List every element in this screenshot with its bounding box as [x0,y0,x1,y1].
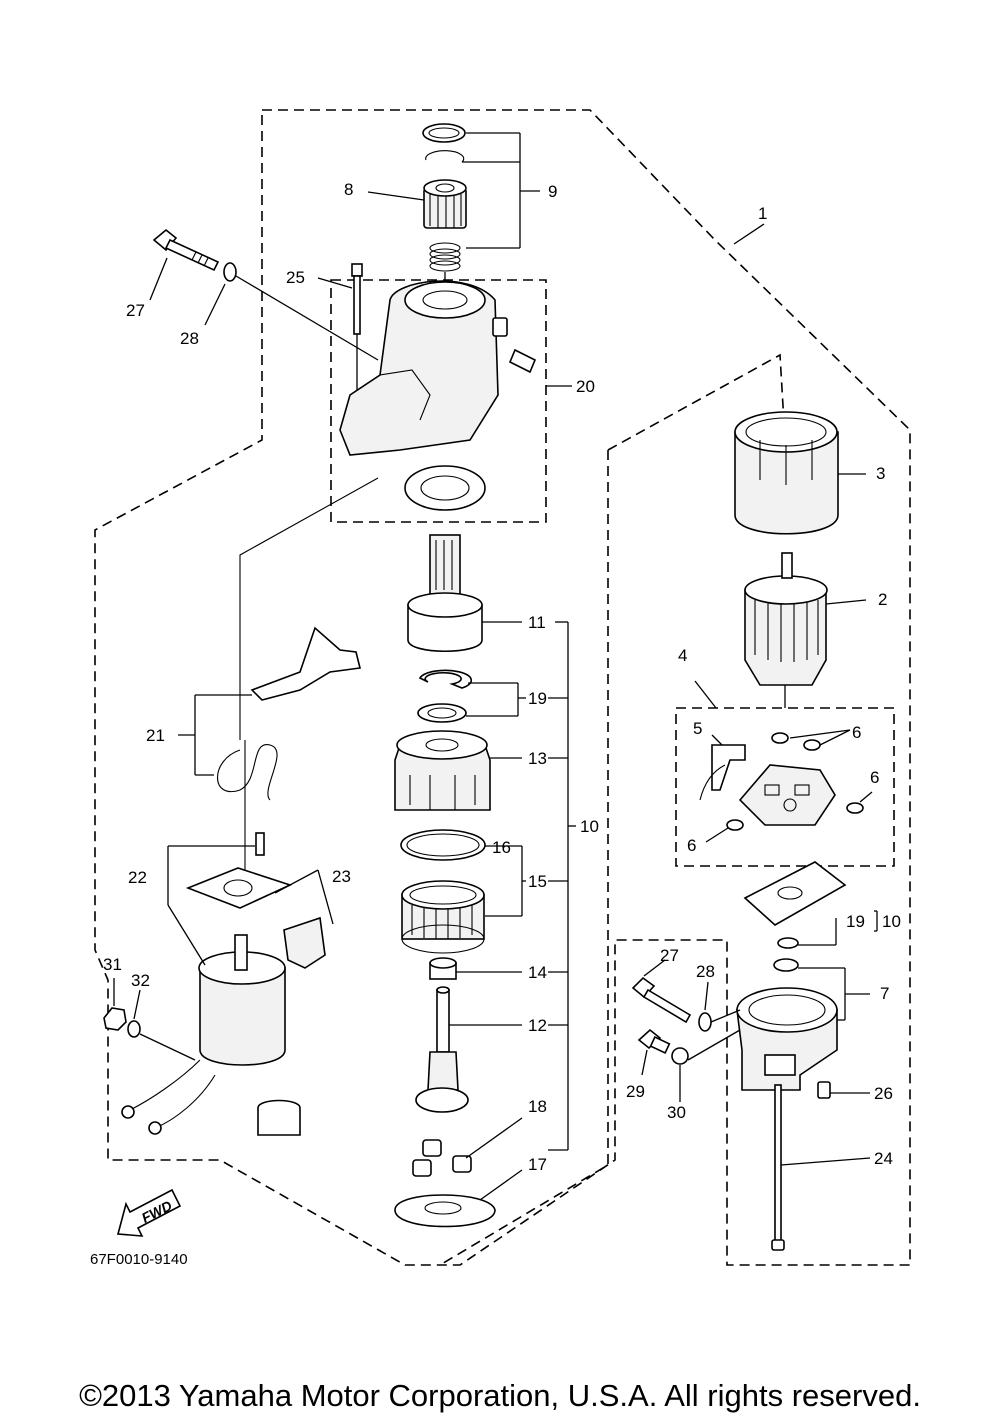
callout-5: 5 [693,719,702,738]
callout-13: 13 [528,749,547,768]
callout-10b: 10 [882,912,901,931]
callout-6c: 6 [687,836,696,855]
bolt-27-top [149,228,379,361]
callout-32: 32 [131,971,150,990]
pinion-shaft-11 [407,534,522,652]
yoke-3 [734,411,866,535]
callout-bracket-9 [367,132,540,249]
callout-27a: 27 [126,301,145,320]
callout-27b: 27 [660,946,679,965]
planet-carrier-13 [394,730,522,811]
callout-22: 22 [128,868,147,887]
drive-shaft-12 [412,986,523,1177]
callout-4: 4 [678,646,687,665]
drawing-code: 67F0010-9140 [90,1251,188,1268]
callout-24: 24 [874,1149,893,1168]
callout-25: 25 [286,268,305,287]
pinion-assembly [422,123,467,300]
callout-29: 29 [626,1082,645,1101]
front-housing-20 [339,280,572,511]
callout-8: 8 [344,180,353,199]
leader-loop-21 [239,477,379,880]
callout-11: 11 [528,613,546,632]
callout-30: 30 [667,1103,686,1122]
callout-3: 3 [876,464,885,483]
callout-26: 26 [874,1084,893,1103]
part-23 [274,869,334,969]
callout-23: 23 [332,867,351,886]
callout-9: 9 [548,182,557,201]
callout-15: 15 [528,872,547,891]
bolts-27-30 [631,959,741,1102]
callout-19a: 19 [528,689,547,708]
callout-labels: 1 2 3 4 5 6 6 6 7 8 9 10 19 10 11 12 13 … [103,180,901,1174]
armature-2 [744,552,867,708]
clip-and-washer-19 [417,669,526,723]
callout-16: 16 [492,838,511,857]
copyright-notice: ©2013 Yamaha Motor Corporation, U.S.A. A… [79,1378,921,1413]
callout-19b: 19 [846,912,865,931]
wire-and-bracket-21 [178,626,361,801]
callout-1: 1 [758,204,767,223]
callout-21: 21 [146,726,165,745]
callout-6b: 6 [870,768,879,787]
callout-bracket-10 [548,621,576,1151]
callout-6a: 6 [852,723,861,742]
plate-17 [394,1169,523,1228]
callout-2: 2 [878,590,887,609]
callout-28b: 28 [696,962,715,981]
callout-17: 17 [528,1155,547,1174]
fwd-arrow-icon: FWD [116,1188,182,1237]
brush-holder-4 [694,680,873,843]
fwd-label: FWD [139,1197,175,1226]
rear-cover-assembly [736,861,871,1251]
callout-31: 31 [103,955,122,974]
callout-7: 7 [880,984,889,1003]
motor-22 [103,832,301,1136]
callout-18: 18 [528,1097,547,1116]
callout-20: 20 [576,377,595,396]
callout-28a: 28 [180,329,199,348]
callout-14: 14 [528,963,547,982]
internal-gear-15-16 [400,829,526,954]
bolt-25 [317,263,363,395]
bushing-14 [429,957,522,980]
assembly-boundaries [94,109,911,1266]
callout-10a: 10 [580,817,599,836]
callout-12: 12 [528,1016,547,1035]
